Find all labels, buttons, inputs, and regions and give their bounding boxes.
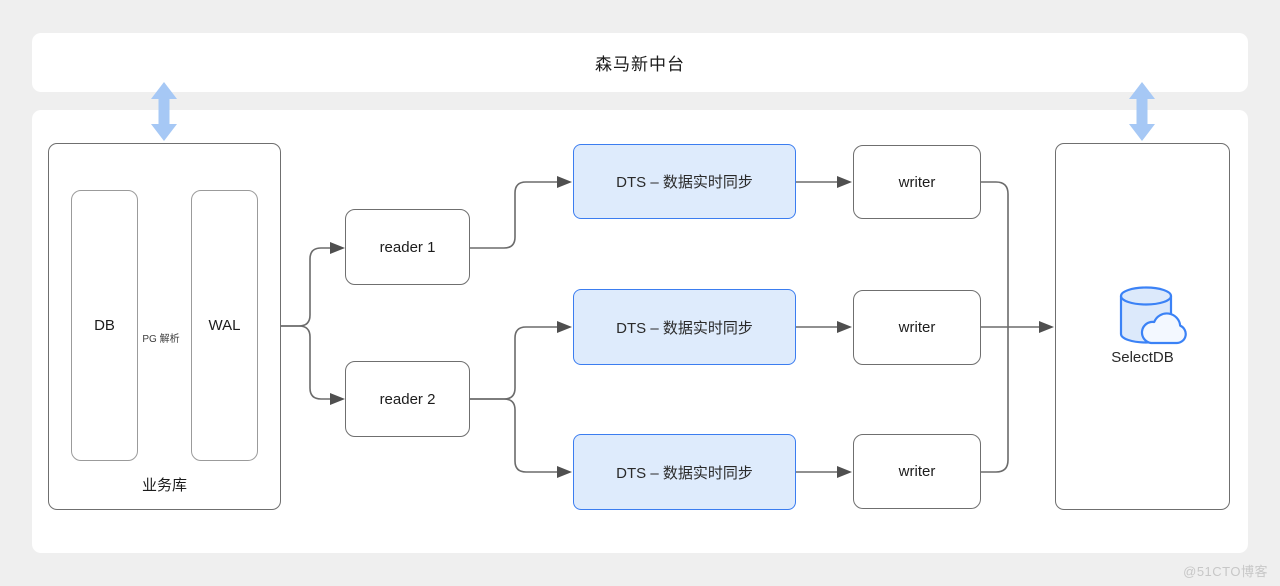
writer1-label: writer <box>898 173 936 191</box>
writer2-node: writer <box>853 290 981 365</box>
dts1-node: DTS – 数据实时同步 <box>573 144 796 219</box>
database-cloud-icon <box>1119 286 1187 345</box>
wal-node: WAL <box>191 190 258 461</box>
wal-node-label: WAL <box>208 317 241 334</box>
dts2-node: DTS – 数据实时同步 <box>573 289 796 365</box>
dts2-label: DTS – 数据实时同步 <box>616 319 753 337</box>
reader1-label: reader 1 <box>379 238 436 256</box>
selectdb-label: SelectDB <box>1111 349 1174 366</box>
writer1-node: writer <box>853 145 981 219</box>
reader2-node: reader 2 <box>345 361 470 437</box>
dts1-label: DTS – 数据实时同步 <box>616 174 753 191</box>
writer3-label: writer <box>898 463 936 480</box>
writer3-node: writer <box>853 434 981 509</box>
db-node: DB <box>71 190 138 461</box>
watermark: @51CTO博客 <box>1183 564 1268 579</box>
dts3-label: DTS – 数据实时同步 <box>616 464 753 482</box>
reader1-node: reader 1 <box>345 209 470 285</box>
pg-parse-edge-label: PG 解析 <box>142 334 180 345</box>
source-group-label: 业务库 <box>141 477 187 494</box>
reader2-label: reader 2 <box>379 390 436 408</box>
dts3-node: DTS – 数据实时同步 <box>573 434 796 510</box>
banner-title: 森马新中台 <box>595 55 685 74</box>
platform-banner: 森马新中台 <box>32 33 1248 92</box>
db-node-label: DB <box>94 317 115 334</box>
writer2-label: writer <box>898 319 936 336</box>
